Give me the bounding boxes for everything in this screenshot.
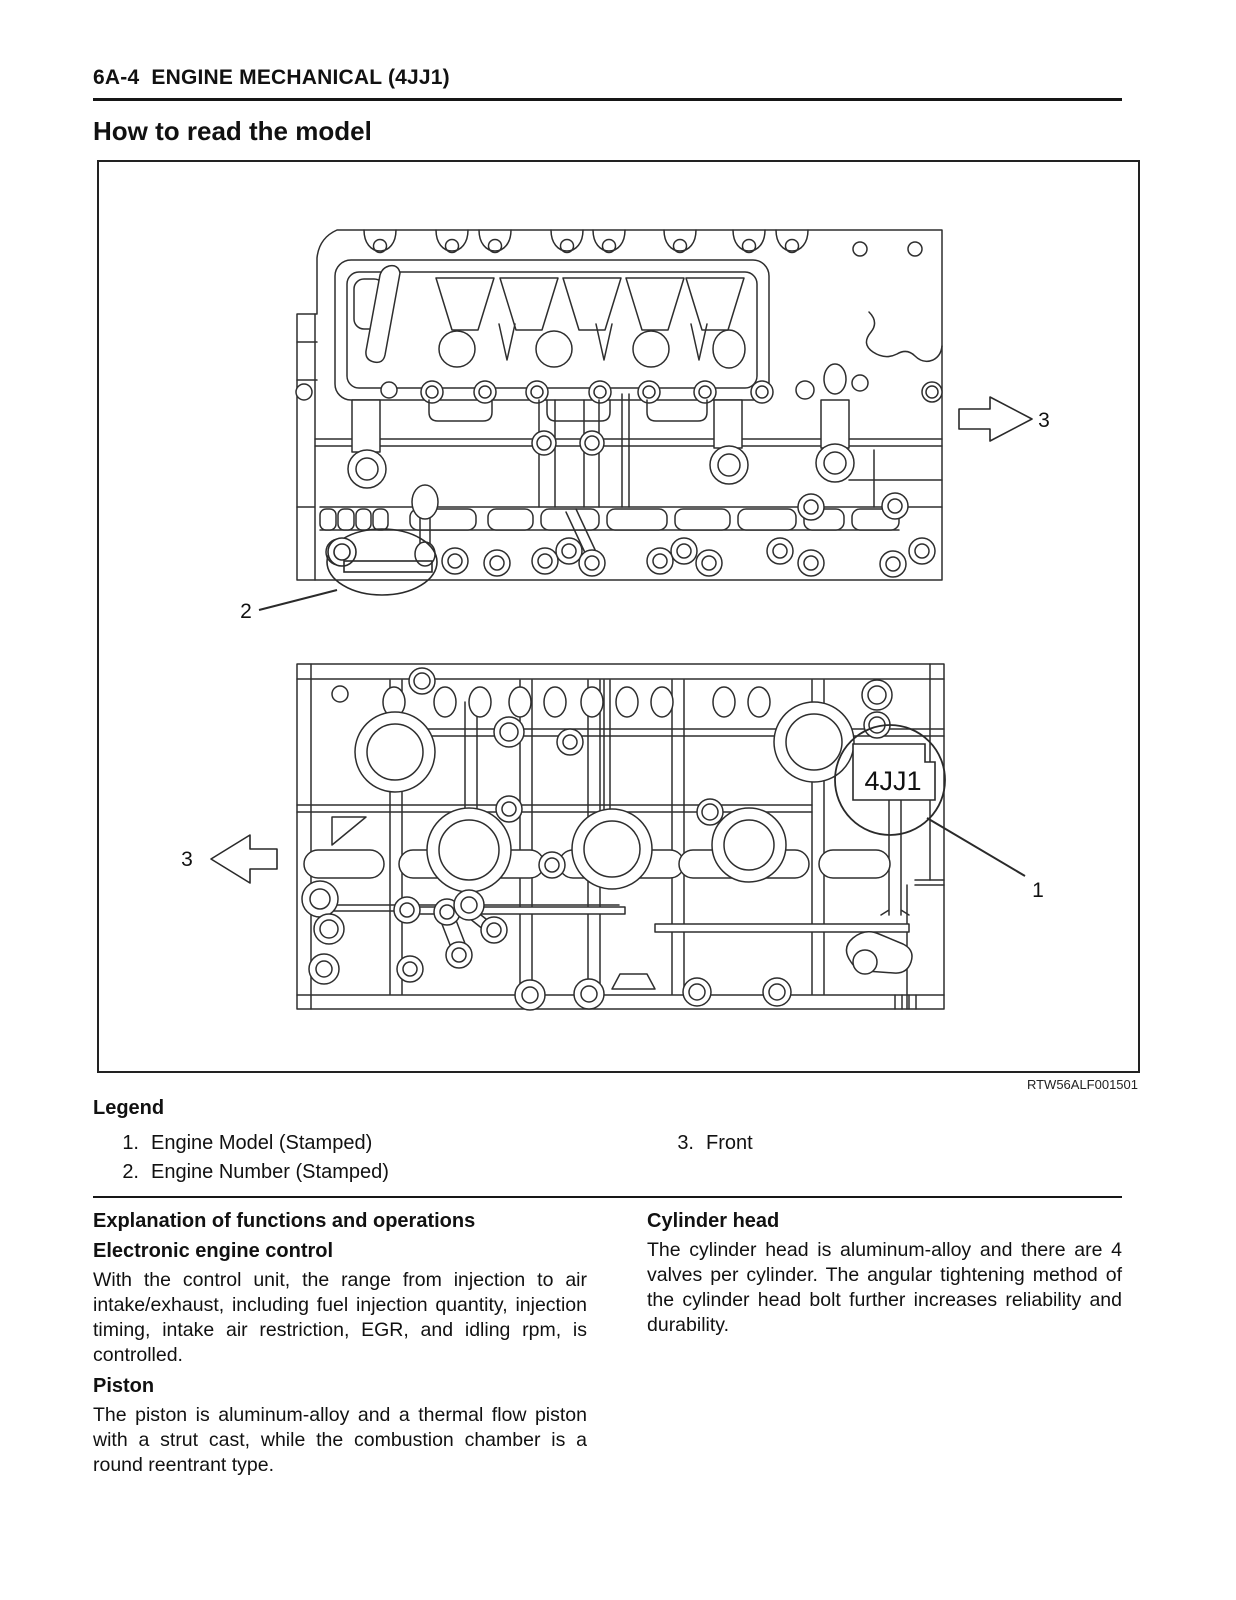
legend-item-label: Engine Number (Stamped): [151, 1161, 389, 1183]
engine-model-callout: [834, 724, 1026, 877]
legend-column-1: 1. Engine Model (Stamped) 2. Engine Numb…: [93, 1129, 648, 1187]
section-divider: [93, 1196, 1122, 1198]
engine-number-callout: [258, 528, 438, 611]
legend-column-2: 3. Front: [648, 1129, 1122, 1187]
front-arrow-top: [958, 396, 1033, 442]
legend-item-label: Front: [706, 1132, 753, 1154]
engine-model-stamp: 4JJ1: [864, 766, 921, 796]
front-arrow-bottom: [210, 834, 278, 884]
legend: 1. Engine Model (Stamped) 2. Engine Numb…: [93, 1129, 1122, 1187]
subheading-piston: Piston: [93, 1375, 155, 1397]
page-title: How to read the model: [93, 116, 372, 146]
subheading-electronic-engine-control: Electronic engine control: [93, 1240, 334, 1262]
right-arrow-icon: [958, 396, 1033, 442]
legend-item-label: Engine Model (Stamped): [151, 1132, 373, 1154]
legend-heading: Legend: [93, 1097, 165, 1119]
stamp-plate: [852, 743, 936, 801]
paragraph-piston: The piston is aluminum-alloy and a therm…: [93, 1404, 587, 1476]
legend-item: 2. Engine Number (Stamped): [93, 1158, 648, 1187]
page-header: 6A-4 ENGINE MECHANICAL (4JJ1): [93, 66, 1122, 101]
callout-3-top-label: 3: [1038, 409, 1050, 432]
legend-item: 3. Front: [648, 1129, 1122, 1158]
left-arrow-icon: [210, 834, 278, 884]
leader-line-2: [258, 589, 338, 611]
section-heading-explanation: Explanation of functions and operations: [93, 1210, 476, 1232]
figure-box: 2 3: [97, 160, 1140, 1073]
left-column: Explanation of functions and operations …: [93, 1208, 587, 1483]
paragraph-electronic-engine-control: With the control unit, the range from in…: [93, 1269, 587, 1366]
callout-1-label: 1: [1032, 879, 1044, 902]
body-columns: Explanation of functions and operations …: [93, 1208, 1122, 1483]
paragraph-cylinder-head: The cylinder head is aluminum-alloy and …: [647, 1239, 1122, 1336]
figure-reference-code: RTW56ALF001501: [1026, 1077, 1138, 1092]
leader-line-1: [926, 817, 1026, 877]
right-column: Cylinder head The cylinder head is alumi…: [647, 1208, 1122, 1483]
legend-item-number: 3.: [677, 1132, 694, 1154]
engine-top-view: [295, 229, 943, 581]
callout-3-bottom-label: 3: [181, 848, 193, 871]
callout-2-label: 2: [240, 600, 252, 623]
legend-item-number: 2.: [122, 1161, 139, 1183]
engine-diagram: 2 3: [181, 229, 1050, 1011]
subheading-cylinder-head: Cylinder head: [647, 1210, 780, 1232]
legend-item-number: 1.: [122, 1132, 139, 1154]
legend-item: 1. Engine Model (Stamped): [93, 1129, 648, 1158]
engine-bottom-view: [296, 663, 945, 1011]
